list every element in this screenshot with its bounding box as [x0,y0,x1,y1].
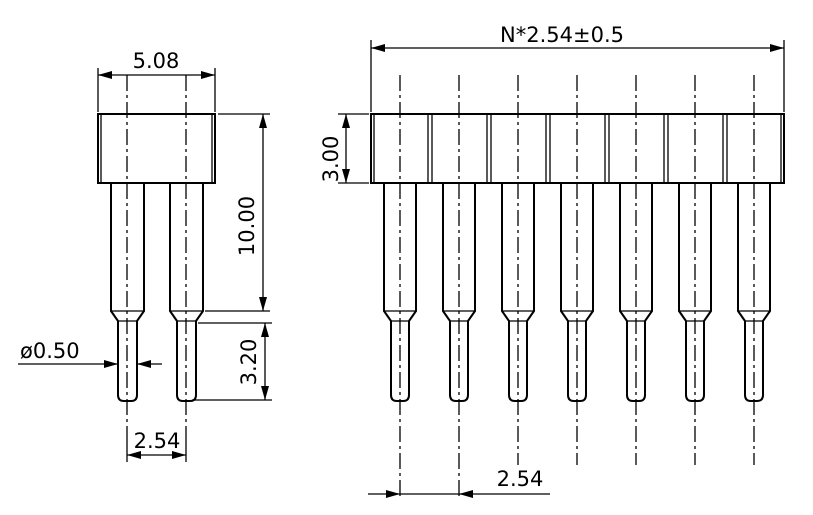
dimension-tail-length: 3.20 [192,322,272,401]
dimension-body-height-label: 3.00 [319,136,343,183]
dimension-side-width: 5.08 [97,49,216,112]
dimension-side-height: 10.00 [205,113,270,312]
dimension-total-length-label: N*2.54±0.5 [500,23,624,47]
dimension-side-pitch: 2.54 [126,429,187,462]
front-centerlines [399,75,755,498]
dimension-tail-length-label: 3.20 [237,339,261,386]
dimension-front-pitch: 2.54 [368,467,550,498]
dimension-total-length: N*2.54±0.5 [370,23,785,112]
dimension-side-height-label: 10.00 [235,196,259,256]
dimension-side-pitch-label: 2.54 [134,429,181,453]
dimension-pin-diameter-label: ø0.50 [20,339,80,363]
front-view: N*2.54±0.5 3.00 2.54 [319,23,785,498]
front-body-segments [373,114,782,183]
dimension-pin-diameter: ø0.50 [18,339,162,368]
side-body [97,113,216,184]
side-view: 5.08 10.00 3.20 ø0.50 [18,49,272,462]
dimension-side-width-label: 5.08 [133,49,180,73]
dimension-front-pitch-label: 2.54 [497,467,544,491]
dimension-body-height: 3.00 [319,113,369,184]
